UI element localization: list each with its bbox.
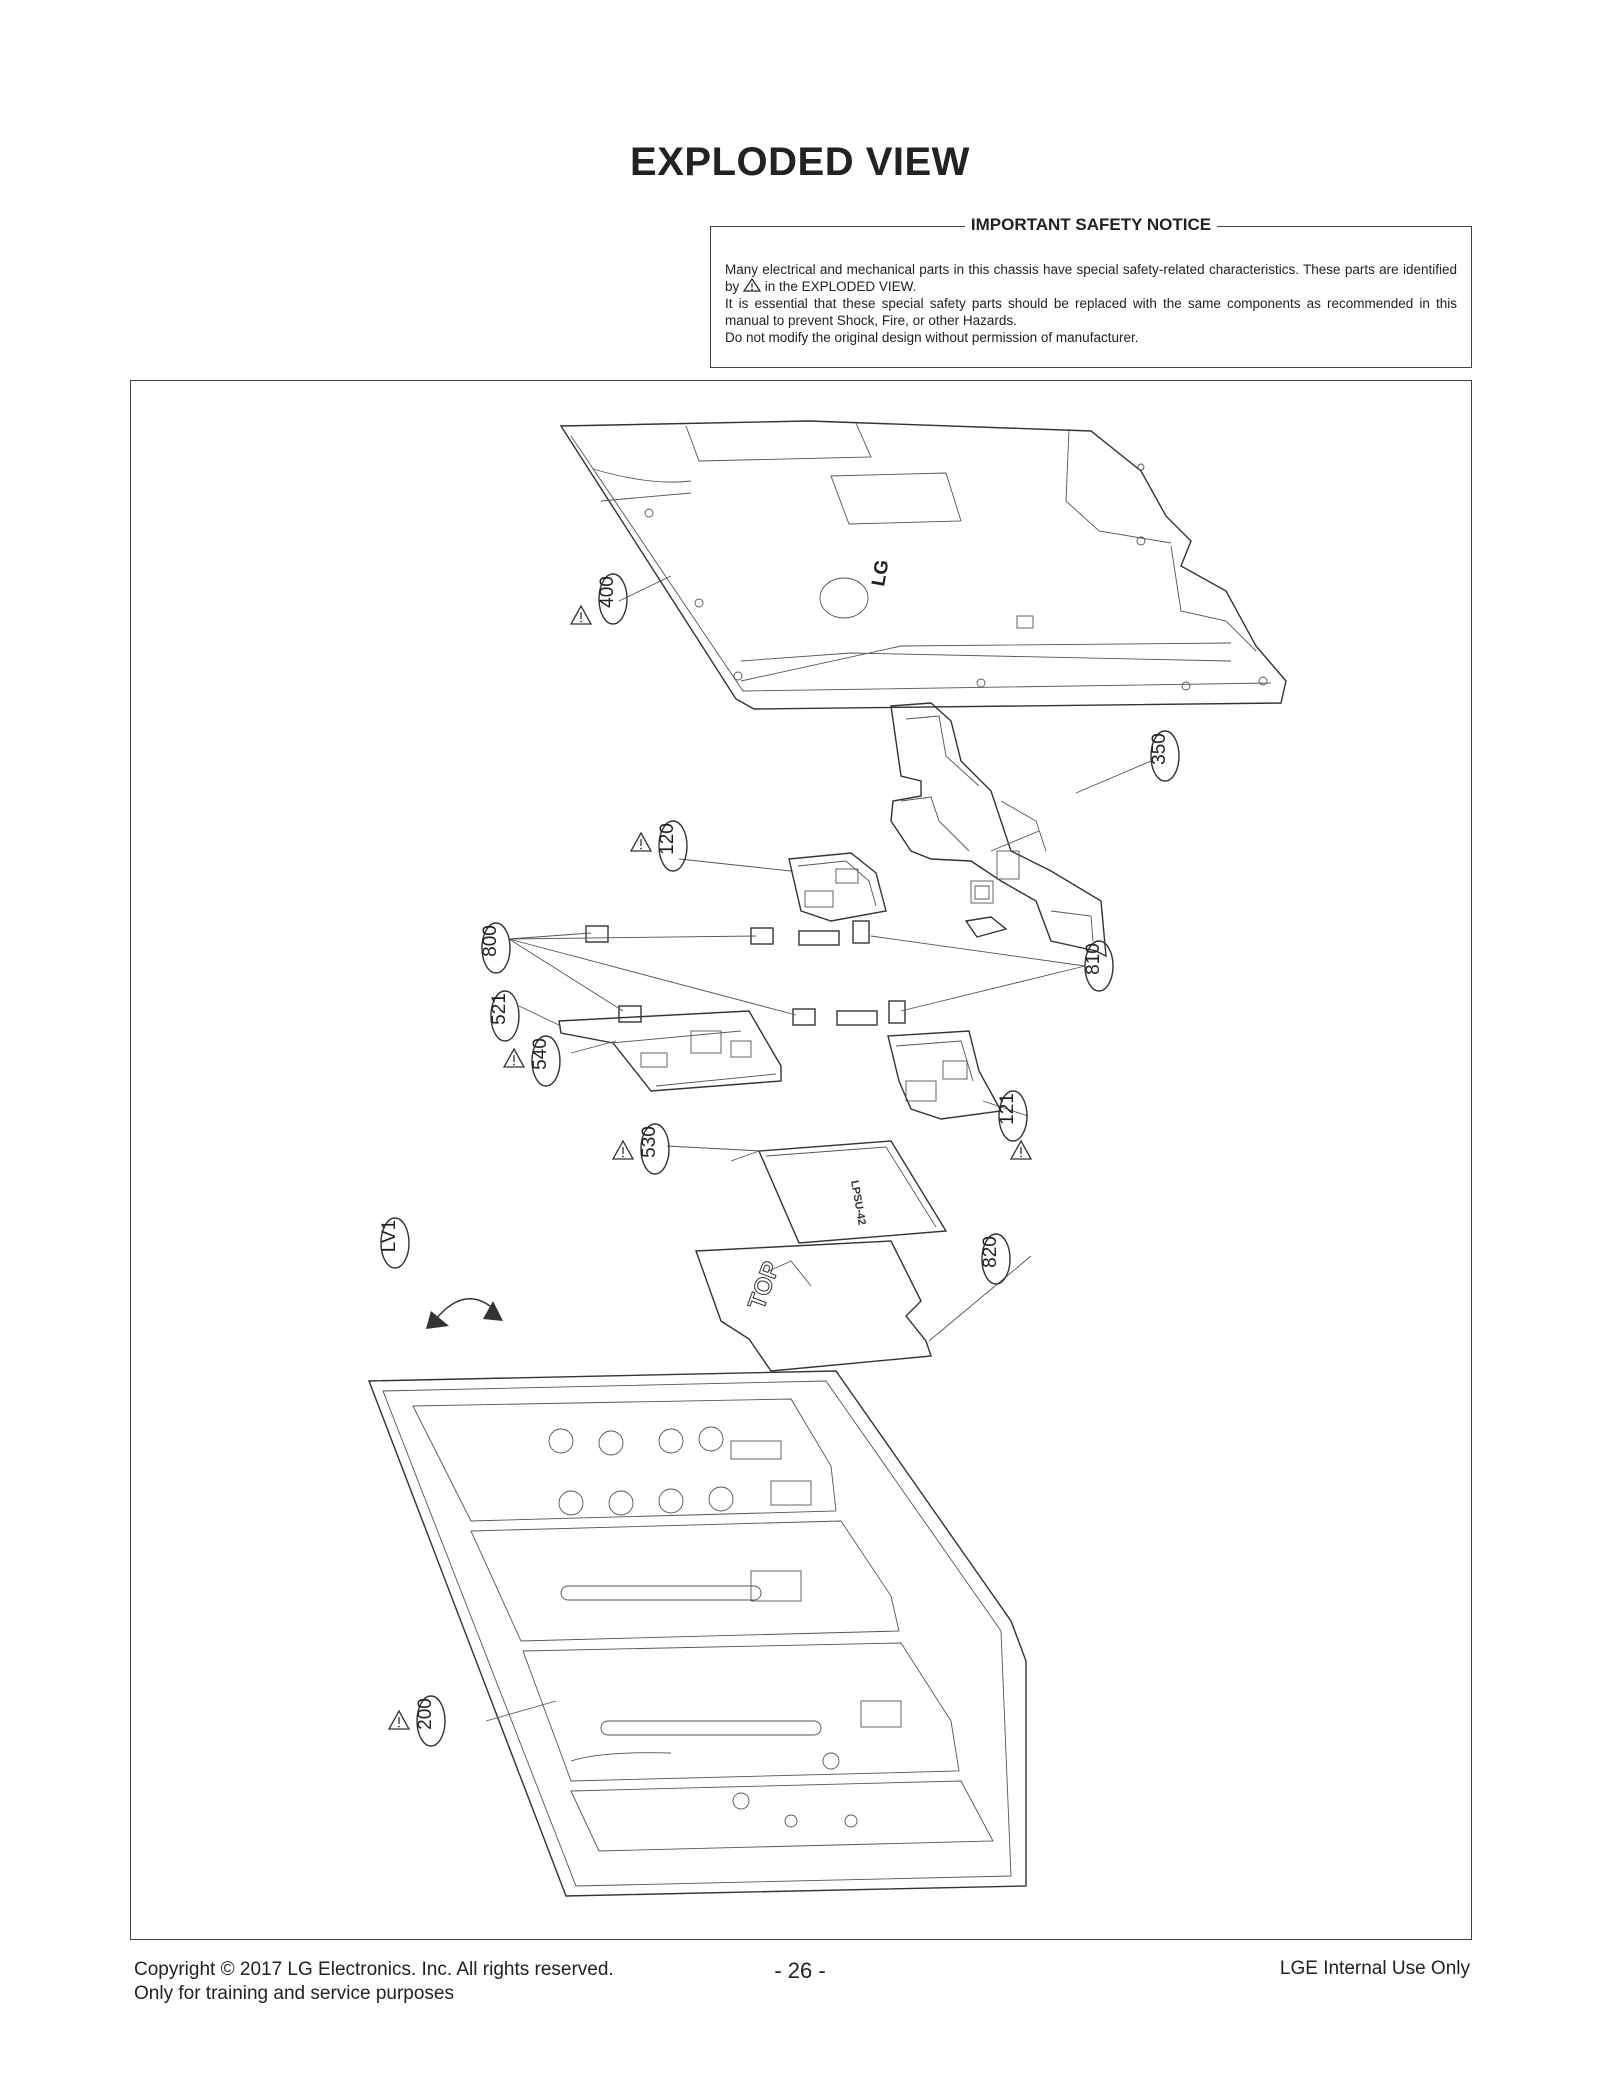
callout-820: 820	[980, 1233, 1011, 1285]
callout-lv1: LV1	[379, 1217, 410, 1269]
callout-121: 121	[997, 1090, 1032, 1160]
callout-121-label: 121	[997, 1093, 1018, 1125]
main-board-part-540	[558, 1010, 782, 1092]
callout-820-label: 820	[980, 1236, 1001, 1268]
callout-521-label: 521	[489, 993, 510, 1025]
notice-line-2: It is essential that these special safet…	[725, 296, 1457, 328]
callout-530: 530	[612, 1123, 670, 1175]
callout-120-label: 120	[657, 823, 678, 855]
page-title: EXPLODED VIEW	[630, 140, 970, 184]
notice-line-1a: Many electrical and mechanical parts in …	[725, 262, 1457, 294]
callout-521: 521	[489, 990, 520, 1042]
callout-350: 350	[1149, 730, 1180, 782]
display-module-part-200	[367, 1370, 1027, 1897]
lv1-rotation-arrow	[426, 1298, 503, 1329]
callout-800: 800	[480, 922, 511, 974]
callout-540-label: 540	[530, 1038, 551, 1070]
exploded-view-drawing: LG	[367, 420, 1287, 1897]
bracket-parts-800-810	[585, 920, 906, 1026]
safety-notice-title: IMPORTANT SAFETY NOTICE	[964, 215, 1218, 234]
callout-200-label: 200	[415, 1698, 436, 1730]
back-cover-part-400: LG	[559, 420, 1287, 710]
svg-text:LPSU-42: LPSU-42	[848, 1179, 868, 1226]
callout-400-label: 400	[597, 576, 618, 608]
footer-purpose: Only for training and service purposes	[134, 1983, 454, 2004]
stand-bracket-part-350	[890, 702, 1107, 958]
lg-logo-text: LG	[868, 558, 893, 588]
notice-line-3: Do not modify the original design withou…	[725, 330, 1139, 345]
footer-copyright: Copyright © 2017 LG Electronics. Inc. Al…	[134, 1959, 614, 1980]
notice-line-1b: in the EXPLODED VIEW.	[764, 279, 917, 294]
warning-triangle-icon	[743, 278, 762, 292]
callout-530-label: 530	[639, 1126, 660, 1158]
power-board-part-530: LPSU-42	[730, 1140, 948, 1244]
safety-notice-body: Many electrical and mechanical parts in …	[725, 261, 1457, 346]
callout-120: 120	[630, 820, 688, 872]
page-number: - 26 -	[774, 1958, 826, 1983]
exploded-view-frame: LG	[130, 380, 1472, 1940]
insulator-sheet-part-820: TOP	[695, 1240, 932, 1372]
callout-lv1-label: LV1	[379, 1220, 400, 1252]
footer-internal-label: LGE Internal Use Only	[1279, 1958, 1470, 1979]
callout-400: 400	[570, 573, 628, 625]
callout-810-label: 810	[1083, 943, 1104, 975]
callout-810: 810	[1083, 940, 1114, 992]
small-board-part	[964, 880, 1008, 938]
callout-350-label: 350	[1149, 733, 1170, 765]
callout-540: 540	[503, 1035, 561, 1087]
shield-part-120	[788, 852, 887, 922]
shield-part-121	[887, 1030, 1003, 1120]
footer-left: Copyright © 2017 LG Electronics. Inc. Al…	[134, 1958, 614, 2006]
callout-200: 200	[388, 1695, 446, 1747]
callout-800-label: 800	[480, 925, 501, 957]
safety-notice-box: IMPORTANT SAFETY NOTICE Many electrical …	[710, 215, 1472, 368]
top-label-text: TOP	[743, 1258, 785, 1313]
callout-leader-lines	[485, 575, 1152, 1722]
